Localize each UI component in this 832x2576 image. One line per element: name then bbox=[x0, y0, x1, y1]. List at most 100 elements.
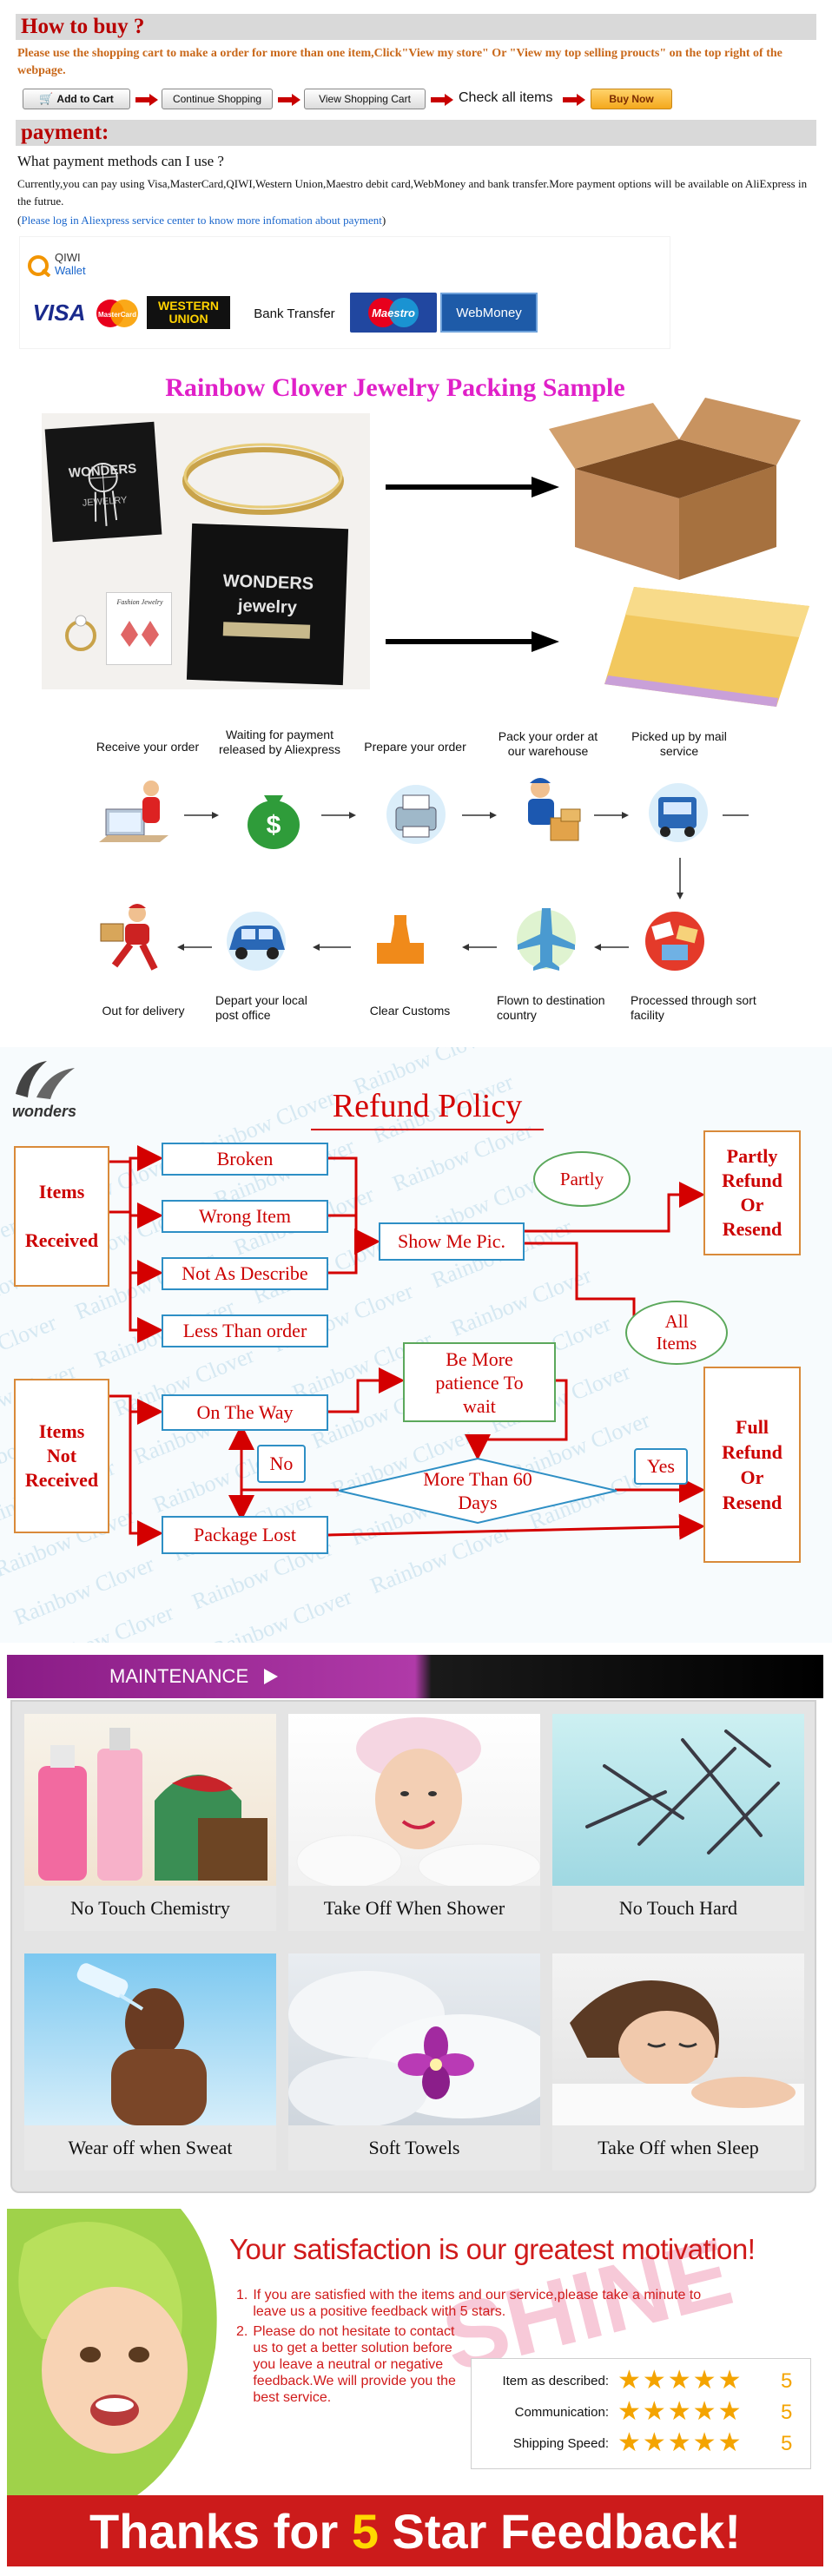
pouch-small: WONDERS JEWELRY bbox=[44, 421, 162, 543]
refund-title-underline bbox=[311, 1129, 544, 1130]
payment-note-link[interactable]: Please log in Aliexpress service center … bbox=[21, 214, 382, 227]
be-patient-line2: patience To bbox=[435, 1371, 524, 1393]
more-than-60-diamond bbox=[338, 1457, 617, 1525]
arrow-right-icon bbox=[135, 94, 158, 106]
be-more-patience-box: Be More patience To wait bbox=[403, 1342, 556, 1422]
point-1-text: If you are satisfied with the items and … bbox=[253, 2288, 702, 2319]
rating-label: Item as described: bbox=[502, 2374, 609, 2388]
full-refund-line2: Refund bbox=[722, 1441, 782, 1463]
reason-wrong-item: Wrong Item bbox=[162, 1200, 328, 1233]
pouch-big-line1: WONDERS bbox=[222, 571, 314, 594]
feedback-panel: SHINE Your satisfaction is our greatest … bbox=[7, 2209, 823, 2566]
rating-row-item-described: Item as described: ★★★★★ 5 bbox=[479, 2368, 805, 2395]
flow-step-prepare-order: Prepare your order bbox=[364, 740, 466, 754]
sort-facility-icon bbox=[645, 912, 704, 971]
mastercard-icon: MasterCard bbox=[96, 300, 138, 327]
continue-shopping-button[interactable]: Continue Shopping bbox=[162, 89, 273, 109]
partly-refund-line1: Partly bbox=[726, 1145, 778, 1167]
rating-score: 5 bbox=[781, 2401, 793, 2424]
baby-photo bbox=[7, 2209, 217, 2495]
maintenance-card-towels: Soft Towels bbox=[288, 1953, 540, 2171]
maestro-label: Maestro bbox=[372, 306, 415, 320]
woman-sleeping-icon bbox=[552, 1980, 804, 2125]
shipping-flow: Receive your order Waiting for payment r… bbox=[87, 728, 764, 1042]
flow-step-depart-post-office: Depart your local post office bbox=[215, 993, 307, 1022]
add-to-cart-button[interactable]: 🛒 Add to Cart bbox=[23, 89, 130, 109]
maintenance-caption: No Touch Chemistry bbox=[24, 1886, 276, 1931]
view-shopping-cart-button[interactable]: View Shopping Cart bbox=[304, 89, 426, 109]
rating-row-shipping-speed: Shipping Speed: ★★★★★ 5 bbox=[479, 2430, 805, 2458]
maintenance-card-shower: Take Off When Shower bbox=[288, 1714, 540, 1931]
partly-refund-line4: Resend bbox=[722, 1218, 782, 1240]
arrow-to-box-icon bbox=[386, 477, 559, 497]
show-me-pic-box: Show Me Pic. bbox=[379, 1222, 525, 1261]
be-patient-line3: wait bbox=[463, 1394, 496, 1417]
rating-label: Communication: bbox=[514, 2405, 609, 2420]
jewelry-card: Fashion Jewelry bbox=[106, 592, 172, 665]
wonders-logo-icon bbox=[16, 1061, 75, 1099]
feedback-point-2: 2. Please do not hesitate to contact us … bbox=[236, 2323, 457, 2406]
bank-transfer-logo: Bank Transfer bbox=[254, 306, 335, 321]
western-union-logo: WESTERN UNION bbox=[147, 296, 230, 329]
cart-icon: 🛒 bbox=[39, 92, 54, 105]
be-patient-line1: Be More bbox=[446, 1347, 513, 1370]
continue-shopping-label: Continue Shopping bbox=[172, 93, 262, 105]
maintenance-card-chemistry: No Touch Chemistry bbox=[24, 1714, 276, 1931]
customs-stamp-icon bbox=[371, 912, 430, 971]
flow-arrow-left-icon bbox=[313, 944, 351, 951]
refund-policy-title: Refund Policy bbox=[332, 1088, 523, 1124]
partly-refund-box: Partly Refund Or Resend bbox=[703, 1130, 801, 1255]
mastercard-logo: MasterCard bbox=[93, 298, 142, 329]
partly-bubble: Partly bbox=[533, 1151, 631, 1207]
mail-truck-icon bbox=[649, 783, 708, 842]
towels-image bbox=[288, 1953, 540, 2125]
perfume-bottles-icon bbox=[38, 1728, 267, 1881]
maestro-icon: Maestro bbox=[368, 298, 419, 327]
feedback-point-1: 1. If you are satisfied with the items a… bbox=[236, 2287, 723, 2320]
refund-connectors bbox=[109, 1145, 705, 1546]
buy-now-label: Buy Now bbox=[609, 93, 654, 105]
point-2-text: Please do not hesitate to contact us to … bbox=[253, 2324, 456, 2405]
maintenance-caption: Soft Towels bbox=[288, 2125, 540, 2171]
package-lost-box: Package Lost bbox=[162, 1516, 328, 1554]
pouch-big-line2: jewelry bbox=[237, 596, 298, 618]
dreamcatcher-icon bbox=[88, 463, 118, 526]
items-not-received-line1: Items bbox=[38, 1420, 85, 1442]
full-refund-line4: Resend bbox=[722, 1492, 782, 1513]
maintenance-card-hard: No Touch Hard bbox=[552, 1714, 804, 1931]
woman-shower-cap-icon bbox=[296, 1717, 540, 1886]
flow-step-sort-facility: Processed through sort facility bbox=[631, 993, 756, 1022]
shower-image bbox=[288, 1714, 540, 1886]
check-all-items-label: Check all items bbox=[459, 90, 553, 105]
bubble-mailer-icon bbox=[604, 587, 809, 707]
items-not-received-line3: Received bbox=[24, 1469, 99, 1491]
hard-nails-image bbox=[552, 1714, 804, 1886]
money-bag-icon: $ bbox=[248, 795, 300, 849]
star-rating-icons: ★★★★★ bbox=[617, 2428, 743, 2457]
all-items-line1: All bbox=[664, 1311, 689, 1332]
qiwi-logo: QIWI Wallet bbox=[27, 249, 131, 284]
payment-body: Currently,you can pay using Visa,MasterC… bbox=[17, 177, 808, 208]
maintenance-title: MAINTENANCE bbox=[109, 1665, 249, 1687]
rating-label: Shipping Speed: bbox=[512, 2436, 609, 2451]
maestro-logo: Maestro bbox=[350, 293, 437, 333]
star-rating-icons: ★★★★★ bbox=[617, 2397, 743, 2426]
all-items-line2: Items bbox=[656, 1333, 697, 1354]
items-received-line1: Items bbox=[38, 1181, 85, 1202]
rating-row-communication: Communication: ★★★★★ 5 bbox=[479, 2399, 805, 2427]
sleep-image bbox=[552, 1953, 804, 2125]
flow-step-waiting-payment: Waiting for payment released by Aliexpre… bbox=[218, 728, 341, 756]
full-refund-line1: Full bbox=[736, 1416, 769, 1438]
star-rating-icons: ★★★★★ bbox=[617, 2366, 743, 2395]
full-refund-line3: Or bbox=[740, 1466, 764, 1488]
flow-arrow-icon bbox=[594, 812, 629, 819]
banner-pre: Thanks for bbox=[89, 2503, 352, 2559]
thanks-banner: Thanks for 5 Star Feedback! bbox=[7, 2495, 823, 2566]
buy-now-button[interactable]: Buy Now bbox=[591, 89, 672, 109]
payment-question: What payment methods can I use ? bbox=[17, 153, 224, 169]
qiwi-icon bbox=[28, 255, 51, 277]
ring-icon bbox=[65, 615, 96, 651]
reason-not-as-describe: Not As Describe bbox=[162, 1257, 328, 1290]
add-to-cart-label: Add to Cart bbox=[56, 93, 114, 105]
webmoney-logo: WebMoney bbox=[440, 293, 538, 333]
